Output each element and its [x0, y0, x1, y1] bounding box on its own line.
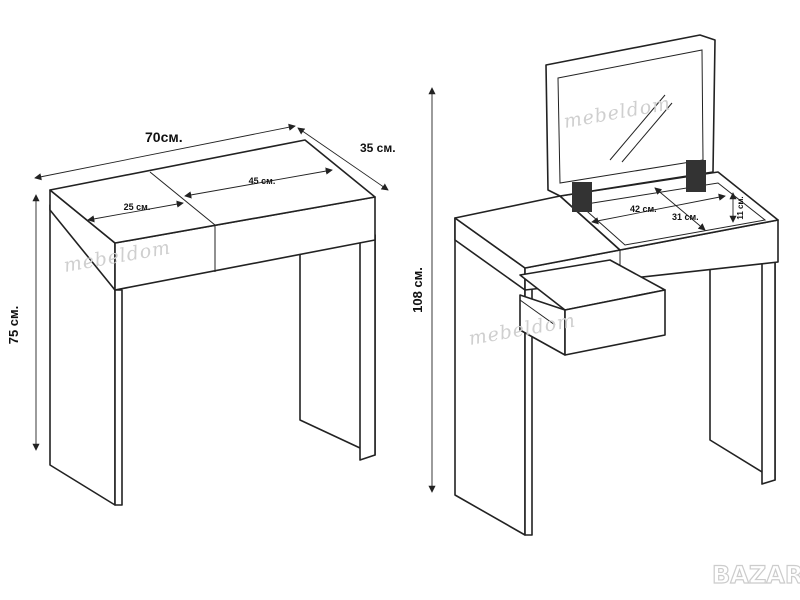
open-dressing-table: 108 см. 42 см. 31 см. 11 см.: [410, 34, 779, 536]
right-leg-front: [761, 254, 776, 485]
right-leg-front: [359, 234, 376, 461]
drawer-runner: [519, 299, 556, 326]
compartment-height-label: 11 см.: [736, 196, 745, 219]
mirror-reflection: [621, 102, 673, 163]
right-hinge-icon: [686, 160, 706, 192]
depth-label: 35 см.: [360, 141, 396, 155]
right-compartment-label: 45 см.: [249, 176, 276, 186]
drawer-front: [564, 289, 666, 356]
total-height-label: 108 см.: [410, 267, 425, 313]
left-compartment-label: 25 см.: [124, 202, 151, 212]
width-label: 70см.: [145, 129, 183, 145]
width-dimension-line: [34, 123, 296, 181]
bazar-logo: BAZAR: [712, 561, 800, 589]
left-leg-front: [114, 289, 123, 506]
mirror-frame: [545, 34, 716, 197]
depth-dimension-line: [297, 127, 389, 191]
compartment-depth-dimension-line: [654, 187, 706, 231]
mirror-reflection: [609, 94, 666, 161]
left-hinge-icon: [572, 182, 592, 212]
lid-split-line: [149, 171, 216, 226]
right-compartment-dimension-line: [184, 167, 333, 199]
compartment-width-label: 42 см.: [630, 204, 657, 214]
closed-dressing-table: 70см. 35 см. 75 см. 45 см. 25 см.: [6, 123, 396, 506]
compartment-depth-label: 31 см.: [672, 212, 699, 222]
left-compartment-dimension-line: [87, 200, 184, 223]
height-label: 75 см.: [6, 306, 21, 345]
